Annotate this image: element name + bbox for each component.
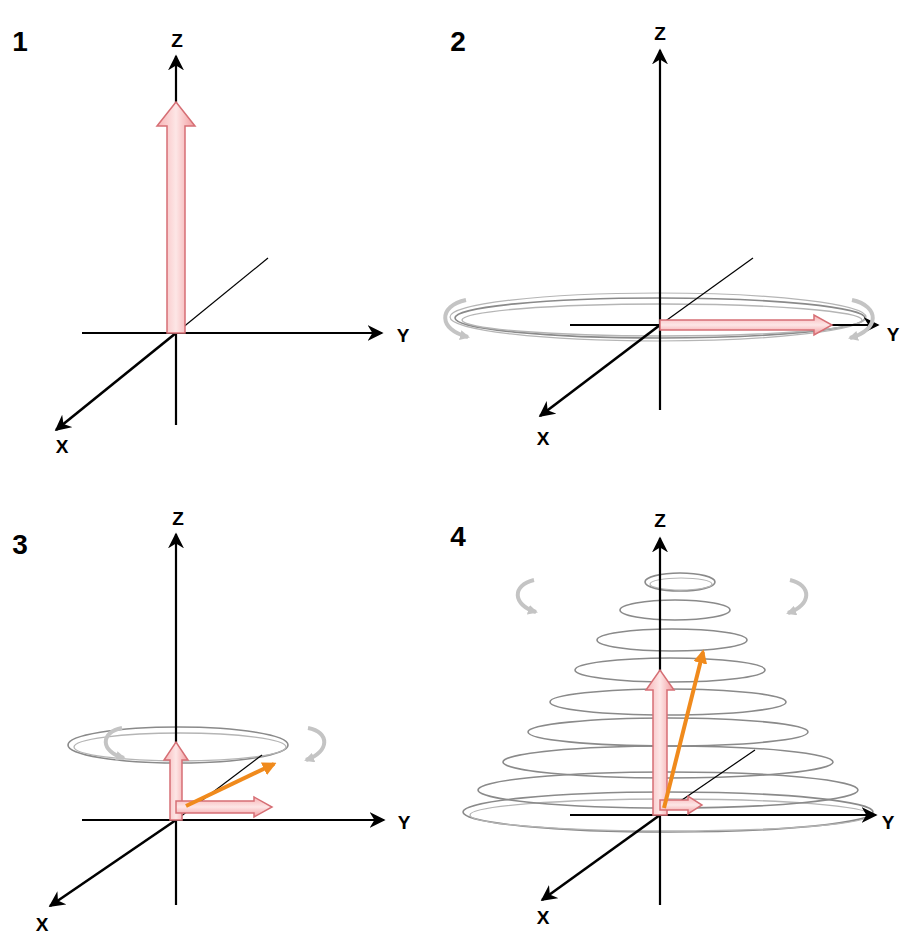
spiral-ring bbox=[597, 629, 747, 651]
panel-two bbox=[445, 50, 878, 416]
axis-label: X bbox=[537, 429, 550, 448]
longitudinal-vector bbox=[646, 670, 674, 815]
rotation-arrow bbox=[518, 580, 536, 612]
y-axis bbox=[82, 819, 384, 821]
axis-label: X bbox=[36, 915, 49, 934]
axis-label: Z bbox=[172, 509, 184, 528]
x-axis bbox=[56, 333, 176, 430]
axis-label: Y bbox=[887, 325, 900, 344]
rotation-arrow bbox=[306, 728, 324, 760]
x-axis bbox=[540, 325, 660, 416]
panel-three bbox=[50, 534, 384, 906]
rotation-arrow bbox=[106, 728, 124, 758]
spiral-ring bbox=[575, 658, 765, 682]
z-axis bbox=[659, 50, 661, 410]
y-axis bbox=[82, 332, 382, 334]
panel-number: 2 bbox=[450, 28, 466, 56]
axis-label: Z bbox=[654, 511, 666, 530]
axis-label: X bbox=[537, 908, 550, 927]
axis-back bbox=[176, 258, 268, 333]
axis-back bbox=[660, 258, 753, 325]
spiral-ring bbox=[528, 718, 808, 746]
net-vector bbox=[664, 652, 703, 808]
panel-number: 4 bbox=[450, 523, 466, 551]
x-axis bbox=[542, 815, 660, 900]
axis-label: Y bbox=[398, 813, 411, 832]
spiral-ring bbox=[503, 746, 833, 778]
z-axis bbox=[175, 534, 177, 905]
relaxation-spiral bbox=[463, 573, 873, 832]
x-axis bbox=[50, 820, 176, 906]
panel-number: 1 bbox=[12, 28, 28, 56]
net-vector bbox=[186, 764, 274, 806]
panel-number: 3 bbox=[12, 531, 28, 559]
precession-ring bbox=[450, 293, 866, 341]
axis-label: Z bbox=[654, 24, 666, 43]
panel-one bbox=[56, 56, 382, 430]
panel-four bbox=[463, 538, 876, 905]
y-axis bbox=[570, 814, 876, 816]
rotation-arrow bbox=[788, 580, 806, 613]
spiral-ring bbox=[620, 600, 730, 620]
axis-label: X bbox=[56, 437, 69, 456]
transverse-vector bbox=[176, 797, 272, 817]
axis-label: Z bbox=[171, 31, 183, 50]
spiral-ring bbox=[550, 689, 786, 715]
magnetization-vector bbox=[157, 102, 195, 333]
axis-label: Y bbox=[882, 813, 895, 832]
spiral-ring bbox=[645, 573, 715, 591]
rotation-arrow bbox=[445, 300, 468, 337]
axis-label: Y bbox=[397, 326, 410, 345]
precession-ring bbox=[462, 304, 862, 336]
rotation-arrow bbox=[850, 300, 873, 338]
magnetization-vector bbox=[660, 315, 832, 335]
